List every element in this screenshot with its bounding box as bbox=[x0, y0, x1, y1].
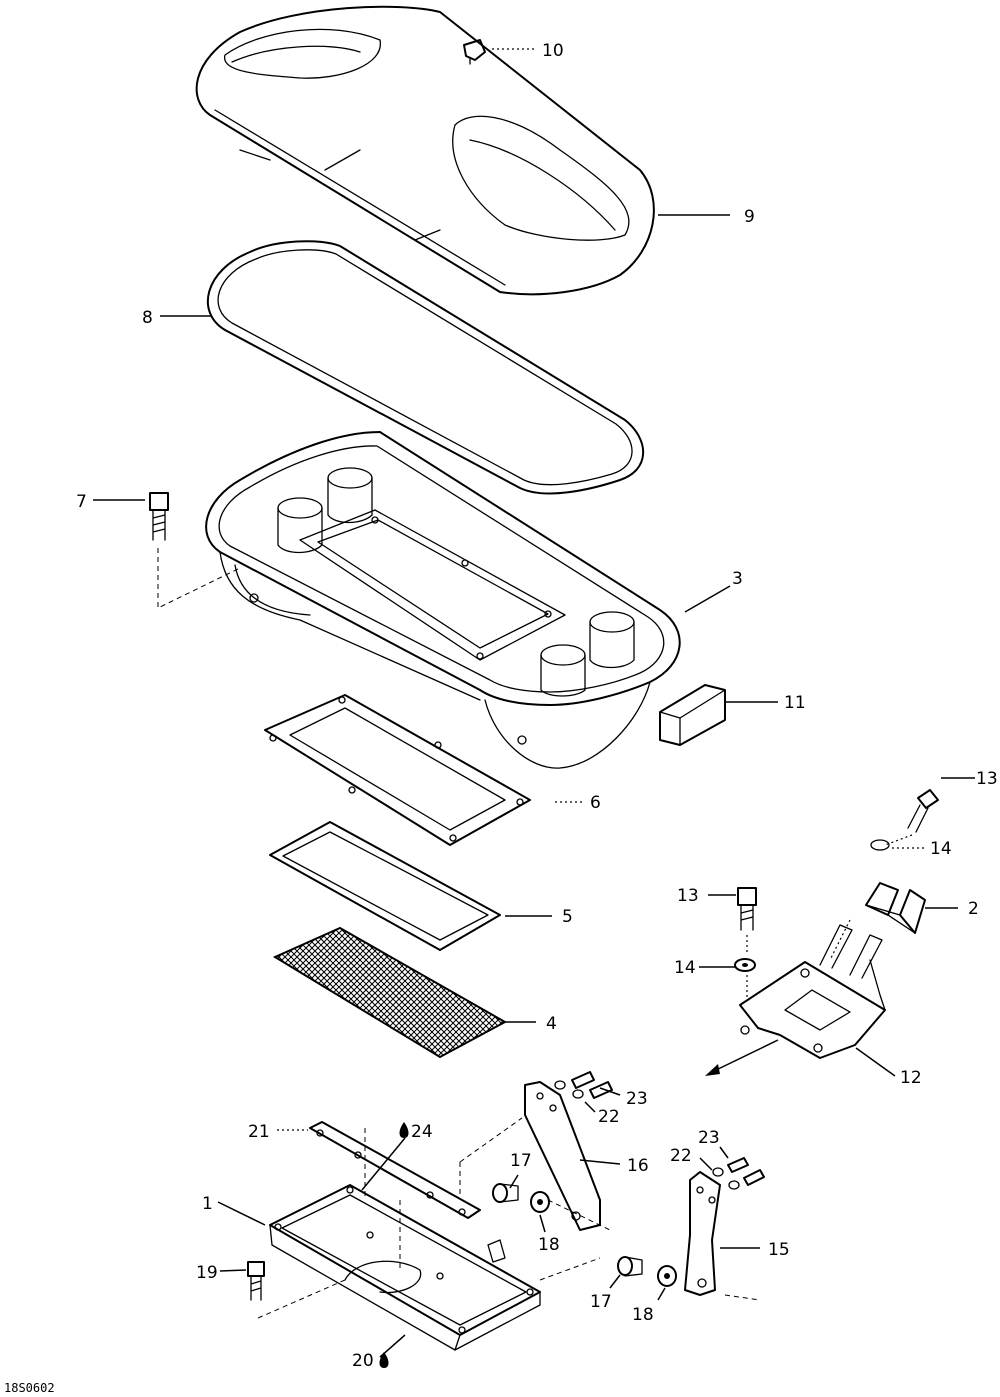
washer-14-upper bbox=[870, 839, 890, 851]
callout-2: 2 bbox=[968, 899, 979, 919]
callout-17-lower: 17 bbox=[590, 1292, 612, 1312]
bolts-23-lower bbox=[727, 1157, 765, 1186]
callout-17-upper: 17 bbox=[510, 1151, 532, 1171]
bolts-23-upper bbox=[571, 1071, 613, 1099]
callout-14-upper: 14 bbox=[930, 839, 952, 859]
strip-21 bbox=[309, 1121, 481, 1219]
tray-1 bbox=[269, 1184, 541, 1351]
callout-21: 21 bbox=[248, 1122, 270, 1142]
callout-12: 12 bbox=[900, 1068, 922, 1088]
seal-ring bbox=[206, 240, 645, 495]
washer-18-lower bbox=[657, 1265, 677, 1287]
washers-22-lower bbox=[712, 1167, 740, 1190]
callout-23-upper: 23 bbox=[626, 1089, 648, 1109]
callout-1: 1 bbox=[202, 1194, 213, 1214]
direction-arrow bbox=[705, 1039, 779, 1076]
grommet-17-lower bbox=[617, 1256, 643, 1277]
callout-3: 3 bbox=[732, 569, 743, 589]
callout-7: 7 bbox=[76, 492, 87, 512]
sealant-droplet-icon bbox=[399, 1122, 409, 1138]
sealant-droplet-icon bbox=[379, 1352, 389, 1368]
washer-18-upper bbox=[530, 1191, 550, 1213]
callout-14-lower: 14 bbox=[674, 958, 696, 978]
bolt-13-lower bbox=[737, 887, 757, 931]
callout-18-upper: 18 bbox=[538, 1235, 560, 1255]
bracket-2 bbox=[865, 882, 926, 934]
document-code: 18S0602 bbox=[4, 1381, 55, 1395]
callout-22-lower: 22 bbox=[670, 1146, 692, 1166]
callout-19: 19 bbox=[196, 1263, 218, 1283]
callout-10: 10 bbox=[542, 41, 564, 61]
bolt-19 bbox=[247, 1261, 265, 1301]
frame-5 bbox=[269, 821, 501, 951]
callout-6: 6 bbox=[590, 793, 601, 813]
callout-13-lower: 13 bbox=[677, 886, 699, 906]
washers-22-upper bbox=[554, 1080, 584, 1099]
bolt-13-upper bbox=[907, 789, 939, 833]
callout-23-lower: 23 bbox=[698, 1128, 720, 1148]
callout-18-lower: 18 bbox=[632, 1305, 654, 1325]
callout-5: 5 bbox=[562, 907, 573, 927]
callout-4: 4 bbox=[546, 1014, 557, 1034]
bracket-16 bbox=[524, 1081, 601, 1231]
callout-24: 24 bbox=[411, 1122, 433, 1142]
callout-8: 8 bbox=[142, 308, 153, 328]
callout-9: 9 bbox=[744, 207, 755, 227]
bolt-7 bbox=[149, 492, 169, 541]
air-box-cover bbox=[195, 5, 655, 296]
callout-13-upper: 13 bbox=[976, 769, 998, 789]
callout-15: 15 bbox=[768, 1240, 790, 1260]
grommet-17-upper bbox=[492, 1183, 519, 1203]
mesh-filter-4 bbox=[272, 926, 508, 1059]
callout-11: 11 bbox=[784, 693, 806, 713]
callout-16: 16 bbox=[627, 1156, 649, 1176]
callout-20: 20 bbox=[352, 1351, 374, 1371]
plug-10 bbox=[463, 39, 486, 65]
block-11 bbox=[659, 684, 726, 746]
air-box-base bbox=[205, 431, 681, 769]
mounting-plate-12 bbox=[739, 924, 886, 1059]
callout-22-upper: 22 bbox=[598, 1107, 620, 1127]
bracket-15 bbox=[684, 1171, 721, 1296]
washer-14-lower bbox=[734, 958, 756, 972]
gasket-6 bbox=[264, 694, 531, 846]
